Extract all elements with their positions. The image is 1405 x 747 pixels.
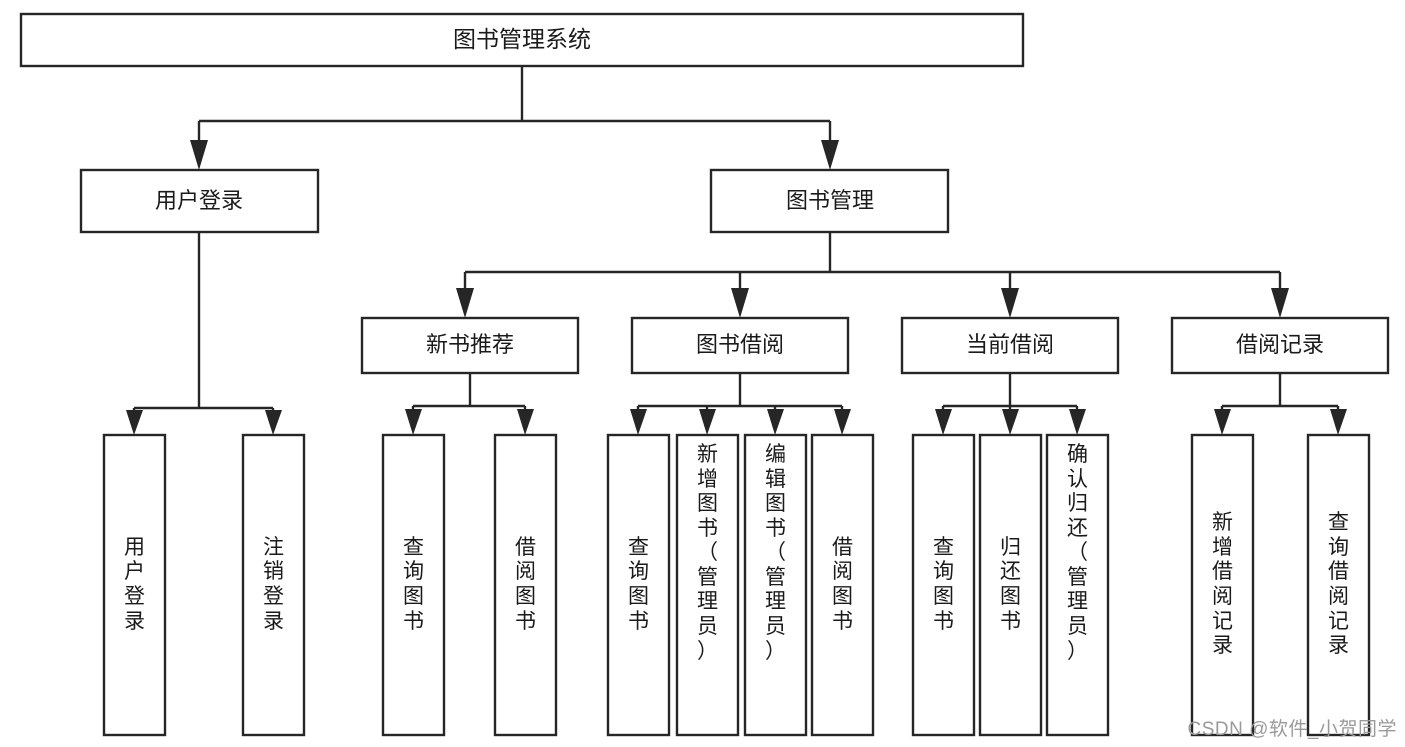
arrow-to-leaf-borrow-book-2 — [834, 409, 851, 435]
arrow-to-leaf-edit-book — [767, 409, 784, 435]
arrow-to-current-borrow — [1001, 288, 1019, 318]
node-book-management-label: 图书管理 — [786, 188, 874, 213]
node-leaf-query-book-2-box[interactable] — [606, 433, 671, 737]
node-new-book-recommend-label: 新书推荐 — [426, 332, 514, 357]
arrow-to-leaf-query-record — [1330, 409, 1347, 435]
node-leaf-borrow-book-1-box[interactable] — [493, 433, 558, 737]
connectors — [126, 66, 1347, 435]
arrow-root-to-book-management — [821, 140, 839, 170]
node-borrow-record-label: 借阅记录 — [1236, 332, 1324, 357]
node-book-borrow[interactable]: 图书借阅 — [630, 316, 850, 375]
node-leaf-return-book-box[interactable] — [978, 433, 1043, 737]
csdn-watermark: CSDN @软件_小贺同学 — [1187, 719, 1397, 740]
arrow-to-leaf-user-login — [126, 410, 143, 435]
node-new-book-recommend-box[interactable] — [360, 316, 580, 375]
node-leaf-add-record-box[interactable] — [1190, 433, 1255, 737]
node-book-borrow-label: 图书借阅 — [696, 332, 784, 357]
node-user-login[interactable]: 用户登录 — [79, 168, 320, 234]
node-current-borrow-box[interactable] — [900, 316, 1120, 375]
arrow-to-borrow-record — [1271, 288, 1289, 318]
arrow-to-leaf-add-record — [1214, 409, 1231, 435]
node-borrow-record-box[interactable] — [1170, 316, 1390, 375]
node-new-book-recommend[interactable]: 新书推荐 — [360, 316, 580, 375]
node-leaf-user-login-box[interactable] — [102, 433, 167, 737]
arrow-to-leaf-borrow-book-1 — [517, 409, 534, 435]
node-leaf-borrow-book-2-box[interactable] — [810, 433, 875, 737]
arrow-to-leaf-query-book-3 — [935, 409, 952, 435]
node-root-label: 图书管理系统 — [453, 26, 591, 52]
arrow-to-leaf-confirm-return — [1069, 409, 1086, 435]
node-leaf-add-book-box[interactable] — [675, 433, 740, 737]
leaf-boxes — [102, 433, 1371, 737]
arrow-to-leaf-return-book — [1002, 409, 1019, 435]
arrow-to-leaf-query-book-2 — [630, 409, 647, 435]
node-book-borrow-box[interactable] — [630, 316, 850, 375]
node-borrow-record[interactable]: 借阅记录 — [1170, 316, 1390, 375]
node-user-login-label: 用户登录 — [155, 188, 243, 213]
arrow-root-to-user-login — [190, 140, 208, 170]
node-book-management-box[interactable] — [709, 168, 950, 234]
node-book-management[interactable]: 图书管理 — [709, 168, 950, 234]
node-user-login-box[interactable] — [79, 168, 320, 234]
arrow-to-new-book-recommend — [456, 288, 474, 318]
arrow-to-leaf-logout-login — [265, 410, 282, 435]
node-root[interactable]: 图书管理系统 — [19, 12, 1025, 68]
node-root-box[interactable] — [19, 12, 1025, 68]
arrow-to-leaf-add-book — [699, 409, 716, 435]
node-leaf-query-record-box[interactable] — [1306, 433, 1371, 737]
node-current-borrow[interactable]: 当前借阅 — [900, 316, 1120, 375]
node-leaf-edit-book-box[interactable] — [743, 433, 808, 737]
arrow-to-leaf-query-book-1 — [405, 409, 422, 435]
node-leaf-query-book-1-box[interactable] — [381, 433, 446, 737]
arrow-to-book-borrow — [731, 288, 749, 318]
node-current-borrow-label: 当前借阅 — [966, 332, 1054, 357]
node-leaf-query-book-3-box[interactable] — [911, 433, 976, 737]
node-leaf-confirm-return-box[interactable] — [1045, 433, 1110, 737]
node-leaf-logout-login-box[interactable] — [241, 433, 306, 737]
